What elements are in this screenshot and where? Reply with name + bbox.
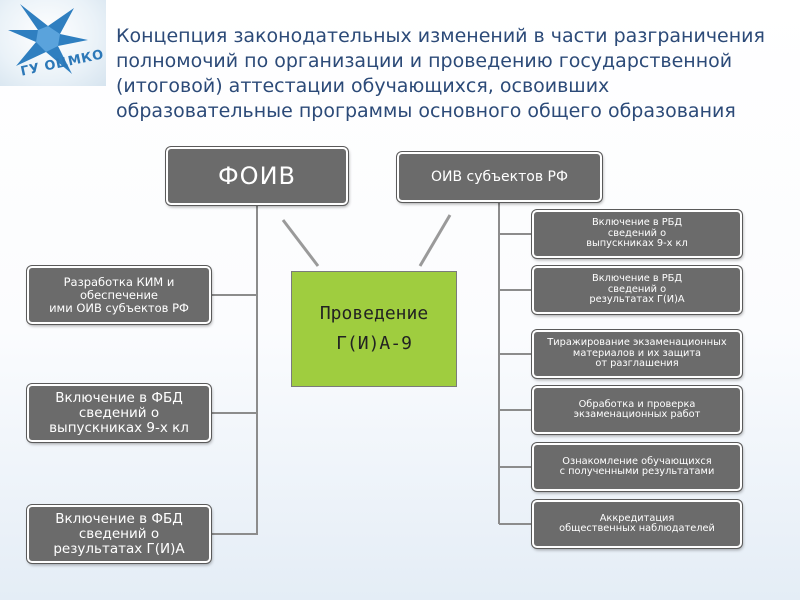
oiv-item-accreditation: Аккредитация общественных наблюдателей xyxy=(532,500,742,548)
oiv-item-processing: Обработка и проверка экзаменационных раб… xyxy=(532,386,742,434)
oiv-item-rbd-graduates: Включение в РБД сведений о выпускниках 9… xyxy=(532,210,742,258)
foiv-item-kim: Разработка КИМ и обеспечение ими ОИВ суб… xyxy=(27,266,211,324)
oiv-to-center xyxy=(418,214,452,267)
logo: ГУ ОЦМКО xyxy=(0,0,106,86)
foiv-node: ФОИВ xyxy=(166,147,348,205)
oiv-node: ОИВ субъектов РФ xyxy=(397,152,602,202)
center-node: Проведение Г(И)А-9 xyxy=(291,271,457,387)
oiv-item-printing: Тиражирование экзаменационных материалов… xyxy=(532,330,742,378)
foiv-to-center xyxy=(281,219,320,267)
page-title: Концепция законодательных изменений в ча… xyxy=(116,25,765,122)
oiv-item-rbd-results: Включение в РБД сведений о результатах Г… xyxy=(532,266,742,314)
foiv-item-fbd-results: Включение в ФБД сведений о результатах Г… xyxy=(27,505,211,563)
oiv-item-notification: Ознакомление обучающихся с полученными р… xyxy=(532,443,742,491)
foiv-item-fbd-graduates: Включение в ФБД сведений о выпускниках 9… xyxy=(27,384,211,442)
star-logo-icon xyxy=(8,4,88,74)
